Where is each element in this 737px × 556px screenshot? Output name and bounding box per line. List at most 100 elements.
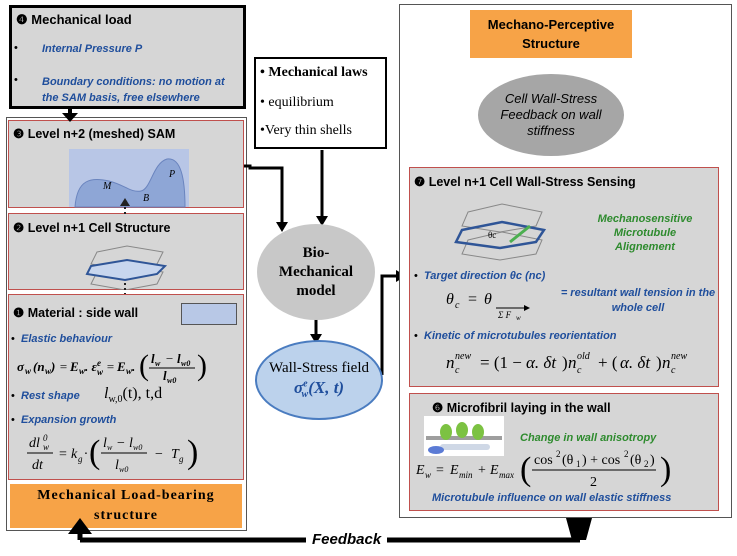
svg-text:w0: w0 <box>181 359 190 368</box>
svg-text:new: new <box>455 351 471 362</box>
svg-text:old: old <box>577 351 591 362</box>
dotted-up-arrow <box>120 198 130 300</box>
svg-text:θ: θ <box>446 291 454 308</box>
change-anisotropy-label: Change in wall anisotropy <box>520 432 657 444</box>
svg-text:=: = <box>468 291 477 308</box>
rest-shape-formula: lw,0(t), t,d <box>104 385 163 406</box>
svg-text:k: k <box>71 447 78 462</box>
svg-text:2: 2 <box>556 449 561 459</box>
microtubule-cell-image: θc <box>454 203 547 261</box>
svg-text:l: l <box>151 351 155 366</box>
svg-text:new: new <box>671 351 687 362</box>
resultant-label: = resultant wall tension in the whole ce… <box>560 287 716 314</box>
svg-text:w: w <box>155 359 161 368</box>
svg-text:= (1 −: = (1 − <box>480 353 522 372</box>
svg-text:c: c <box>671 365 676 376</box>
theta-c-tag: θc <box>488 230 496 240</box>
svg-text:σ: σ <box>17 359 25 374</box>
cell-hexagon-image <box>85 245 168 290</box>
level-n2-title: Level n+2 (meshed) SAM <box>27 127 176 141</box>
svg-text:0: 0 <box>43 433 48 443</box>
level-n1-cell-box: ❷ Level n+1 Cell Structure <box>8 213 244 290</box>
svg-text:min: min <box>459 470 473 480</box>
svg-text:w: w <box>45 366 52 376</box>
step-2-icon: ❷ <box>13 221 25 235</box>
wall-stress-formula: σew(X, t) <box>293 378 345 401</box>
svg-text:): ) <box>50 359 55 374</box>
svg-text:) + cos: ) + cos <box>582 453 620 468</box>
svg-text:cos: cos <box>534 453 553 468</box>
svg-text:w0: w0 <box>167 376 176 385</box>
svg-text:E: E <box>449 463 459 478</box>
svg-text:2: 2 <box>624 449 629 459</box>
step-4-icon: ❹ <box>16 12 28 27</box>
microtubule-influence-label: Microtubule influence on wall elastic st… <box>432 492 672 504</box>
target-direction-label: Target direction θc (nc) <box>424 270 546 282</box>
svg-text:−: − <box>165 351 174 366</box>
svg-text:w: w <box>107 443 113 452</box>
microfibril-title: Microfibril laying in the wall <box>446 401 611 415</box>
svg-text:w: w <box>25 366 32 376</box>
svg-text:max: max <box>499 470 514 480</box>
svg-text:c: c <box>577 365 582 376</box>
microfibril-image <box>424 416 504 456</box>
svg-text:1: 1 <box>576 459 581 469</box>
sam-label-m: M <box>102 181 112 192</box>
svg-text:): ) <box>650 453 655 468</box>
feedback-ellipse: Cell Wall-Stress Feedback on wall stiffn… <box>478 74 624 156</box>
svg-text:E: E <box>116 359 126 374</box>
side-wall-swatch <box>181 303 237 325</box>
svg-text:+: + <box>478 463 486 478</box>
feedback-label: Feedback <box>306 531 388 548</box>
svg-text:w: w <box>126 366 133 376</box>
mechanical-laws-box: • Mechanical laws • equilibrium •Very th… <box>254 57 387 149</box>
svg-text:2: 2 <box>644 459 649 469</box>
load-down-arrow <box>62 107 78 122</box>
svg-text:c: c <box>455 300 460 311</box>
svg-text:w: w <box>516 314 521 322</box>
svg-text:T: T <box>171 447 180 462</box>
svg-text:l: l <box>115 458 119 473</box>
law-thin-shells: Very thin shells <box>264 123 353 138</box>
step-6-icon: ❻ <box>432 401 444 415</box>
level-n1-cell-title: Level n+1 Cell Structure <box>27 221 171 235</box>
sam-label-p: P <box>168 169 175 180</box>
sensing-title: Level n+1 Cell Wall-Stress Sensing <box>428 175 636 189</box>
material-box: ❶ Material : side wall • Elastic behavio… <box>8 294 244 480</box>
mechano-perceptive-label: Mechano-Perceptive Structure <box>470 10 632 58</box>
svg-text:+ (: + ( <box>598 353 618 372</box>
svg-text:w0: w0 <box>119 465 128 474</box>
material-title: Material : side wall <box>27 306 139 320</box>
svg-text:.: . <box>132 359 135 374</box>
kinetic-label: Kinetic of microtubules reorientation <box>424 330 617 342</box>
svg-text:g: g <box>78 454 83 464</box>
svg-text:): ) <box>562 353 568 372</box>
svg-text:l: l <box>103 436 107 451</box>
svg-text:2: 2 <box>590 475 597 490</box>
wall-stress-field: Wall-Stress field σew(X, t) <box>255 340 383 420</box>
svg-text:(: ( <box>139 349 149 382</box>
level-n2-box: ❸ Level n+2 (meshed) SAM M B P <box>8 120 244 208</box>
mechanosensitive-label: Mechanosensitive Microtubule Alignement <box>597 213 693 253</box>
svg-text:E: E <box>416 463 425 478</box>
load-item-boundary: Boundary conditions: no motion at the SA… <box>42 76 225 104</box>
svg-text:dt: dt <box>32 458 44 473</box>
wall-stress-title: Wall-Stress field <box>268 360 370 376</box>
svg-text:c: c <box>455 365 460 376</box>
svg-text:·: · <box>84 447 88 462</box>
svg-text:θ: θ <box>484 291 492 308</box>
microfibril-box: ❻ Microfibril laying in the wall Change … <box>409 393 719 511</box>
svg-text:w: w <box>43 442 49 452</box>
svg-text:=: = <box>106 359 115 374</box>
step-1-icon: ❶ <box>13 306 25 320</box>
svg-text:n: n <box>568 353 577 372</box>
svg-text:): ) <box>656 353 662 372</box>
svg-text:n: n <box>446 353 455 372</box>
load-item-pressure: Internal Pressure P <box>42 43 143 55</box>
bio-mechanical-model: Bio-Mechanical model <box>257 224 375 320</box>
sam-mesh-image: M B P <box>69 149 189 208</box>
svg-text:=: = <box>436 463 444 478</box>
svg-text:w: w <box>79 366 86 376</box>
